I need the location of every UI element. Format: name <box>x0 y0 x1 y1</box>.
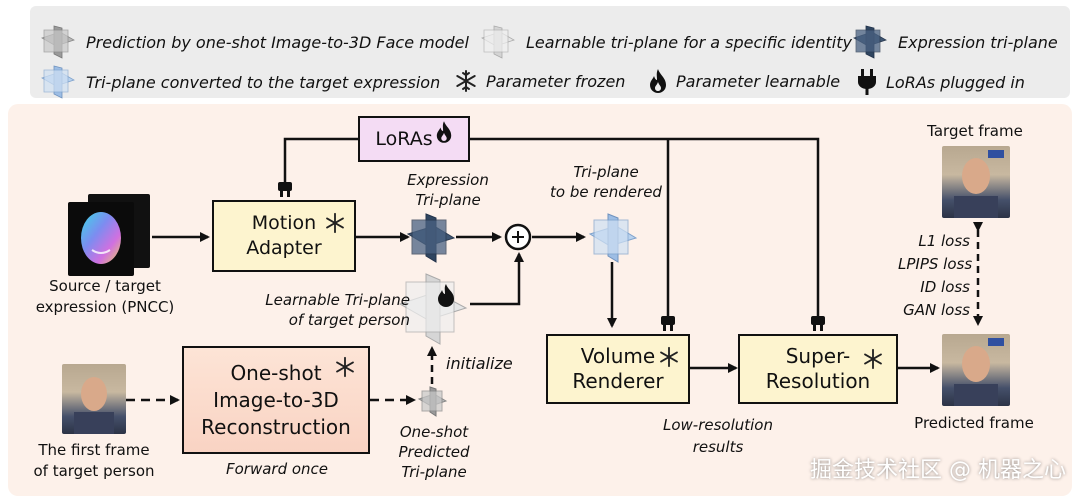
triplane-rendered-label: Tri-plane to be rendered <box>550 163 662 201</box>
plug-icon <box>858 69 876 95</box>
volume-renderer-line2: Renderer <box>572 369 664 393</box>
legend-panel: Prediction by one-shot Image-to-3D Face … <box>30 6 1070 100</box>
loss-id: ID loss <box>920 278 970 296</box>
forward-once-label: Forward once <box>225 460 329 478</box>
legend-label: Learnable tri-plane for a specific ident… <box>526 32 852 52</box>
loss-l1: L1 loss <box>918 232 970 250</box>
snowflake-icon <box>660 346 678 368</box>
triplane-dark-icon <box>853 25 887 59</box>
target-frame-image <box>942 146 1010 218</box>
one-shot-line1: One-shot <box>230 360 322 385</box>
legend-item-learnable: Parameter learnable <box>648 68 840 94</box>
legend-label: Parameter learnable <box>676 71 841 91</box>
watermark: 掘金技术社区 @ 机器之心 <box>810 458 1066 483</box>
first-frame-label: The first frame of target person <box>33 441 155 480</box>
learnable-to-plus-arrow <box>470 252 524 306</box>
one-shot-reconstruction-box[interactable]: One-shot Image-to-3D Reconstruction <box>182 346 370 454</box>
snowflake-icon <box>456 70 476 92</box>
loras-main-line <box>470 137 820 320</box>
legend-item-expression-triplane: Expression tri-plane <box>850 24 1058 60</box>
super-resolution-line1: Super- <box>785 344 851 368</box>
one-shot-line2: Image-to-3D <box>213 387 339 412</box>
first-frame-image <box>62 364 126 434</box>
learnable-triplane-icon <box>398 273 468 345</box>
legend-label: Expression tri-plane <box>898 32 1058 52</box>
predicted-frame-image <box>942 334 1010 406</box>
loss-gan: GAN loss <box>903 301 970 319</box>
flame-icon <box>436 121 451 143</box>
snowflake-icon <box>326 212 344 234</box>
predicted-frame-label: Predicted frame <box>914 414 1034 432</box>
target-frame-label: Target frame <box>927 122 1023 140</box>
snowflake-icon <box>864 348 882 370</box>
learnable-triplane-label: Learnable Tri-plane of target person <box>265 291 410 329</box>
motion-adapter-box[interactable]: Motion Adapter <box>212 200 356 272</box>
legend-label: LoRAs plugged in <box>886 72 1025 92</box>
loss-list: L1 loss LPIPS loss ID loss GAN loss <box>898 230 973 322</box>
one-shot-line3: Reconstruction <box>201 414 351 439</box>
plug-icon <box>811 316 825 331</box>
legend-label: Prediction by one-shot Image-to-3D Face … <box>86 32 469 52</box>
predicted-triplane-icon <box>417 386 448 417</box>
one-shot-predicted-label: One-shot Predicted Tri-plane <box>398 423 470 481</box>
legend-item-loras-plugged: LoRAs plugged in <box>856 68 1025 96</box>
super-resolution-line2: Resolution <box>765 369 871 393</box>
loss-lpips: LPIPS loss <box>898 255 973 273</box>
legend-label: Tri-plane converted to the target expres… <box>86 72 441 92</box>
triplane-blue-icon <box>41 65 75 99</box>
flame-icon <box>650 69 666 93</box>
expression-triplane-label: Expression Tri-plane <box>407 171 489 209</box>
loras-box[interactable]: LoRAs <box>358 116 470 162</box>
volume-renderer-box[interactable]: Volume Renderer <box>546 334 690 404</box>
plug-icon <box>278 182 292 197</box>
initialize-label: initialize <box>446 354 513 373</box>
triplane-gray-icon <box>41 25 75 59</box>
triplane-light-icon <box>481 25 515 59</box>
plug-icons <box>278 182 825 331</box>
expression-triplane-icon <box>406 213 456 263</box>
volume-renderer-line1: Volume <box>580 344 656 368</box>
loras-label: LoRAs <box>375 127 433 150</box>
super-resolution-box[interactable]: Super- Resolution <box>738 334 898 404</box>
source-expression-label: Source / target expression (PNCC) <box>35 277 175 316</box>
motion-adapter-line2: Adapter <box>246 237 322 259</box>
legend-item-one-shot-prediction: Prediction by one-shot Image-to-3D Face … <box>38 24 469 60</box>
legend-item-learnable-triplane: Learnable tri-plane for a specific ident… <box>478 24 852 60</box>
plug-icon <box>661 316 675 331</box>
legend-item-frozen: Parameter frozen <box>454 68 625 94</box>
pncc-image <box>68 202 134 276</box>
snowflake-icon <box>336 356 354 378</box>
legend-item-converted-triplane: Tri-plane converted to the target expres… <box>38 64 440 100</box>
legend-label: Parameter frozen <box>486 71 626 91</box>
low-resolution-label: Low-resolution results <box>662 416 773 456</box>
loras-to-motion-line <box>283 137 358 190</box>
rendered-triplane-icon <box>588 213 638 263</box>
plus-operator <box>504 223 532 251</box>
motion-adapter-line1: Motion <box>251 212 317 234</box>
